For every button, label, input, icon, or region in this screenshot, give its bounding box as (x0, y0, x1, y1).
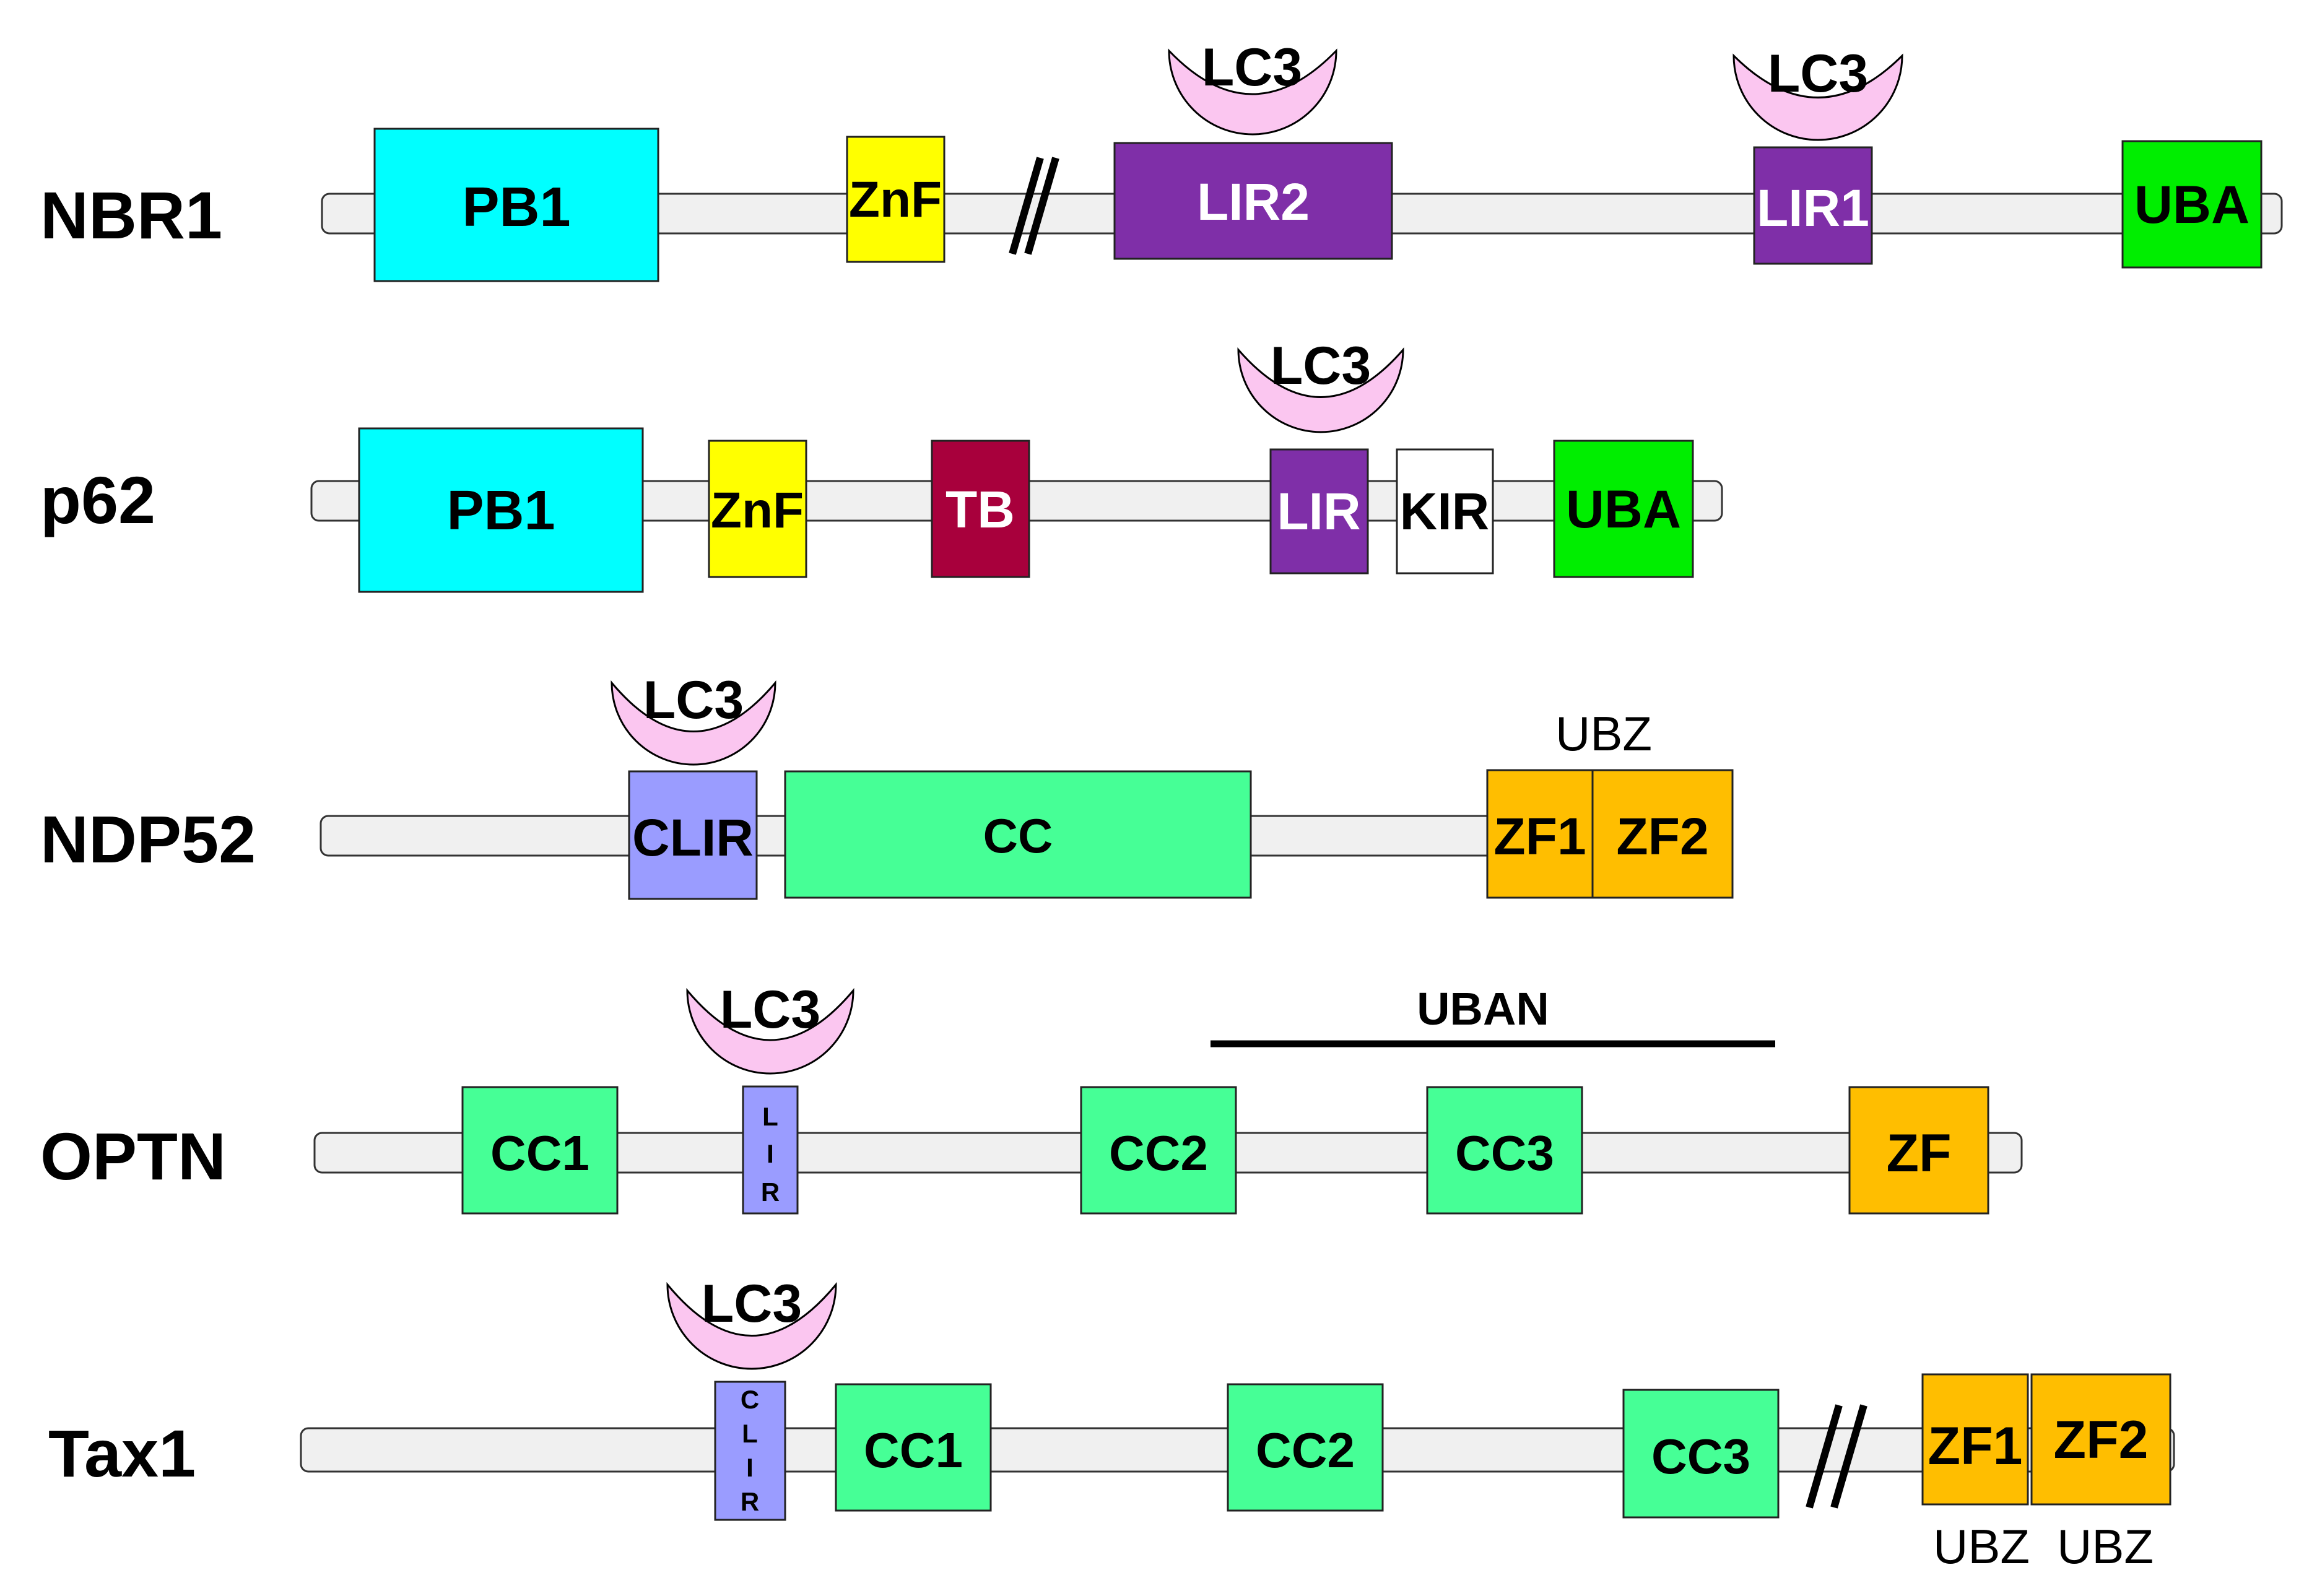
domain-clir-letter: L (742, 1419, 758, 1448)
domain-lir-letter: L (762, 1102, 778, 1131)
domain-cc1-label: CC1 (864, 1423, 963, 1478)
protein-name-ndp52: NDP52 (40, 802, 256, 877)
domain-pb1-label: PB1 (462, 176, 570, 238)
domain-zf2 (1591, 769, 1734, 899)
domain-cc1 (461, 1086, 619, 1215)
domain-cc1 (835, 1383, 992, 1512)
domain-cc3 (1426, 1086, 1583, 1215)
ubz-annotation: UBZ (1933, 1519, 2030, 1574)
domain-lir1-label: LIR1 (1757, 179, 1869, 237)
break-mark-icon (1806, 1404, 1867, 1509)
ubz-annotation: UBZ (2057, 1519, 2154, 1574)
domain-clir-letter: C (741, 1385, 759, 1414)
domain-cc3-label: CC3 (1651, 1429, 1750, 1484)
domain-clir-letter: R (741, 1487, 759, 1516)
lc3-cup-icon (1732, 53, 1903, 141)
domain-uba (1553, 440, 1694, 578)
row-tax1: Tax1 C L I R LC3 CC1 CC2 CC3 ZF1 ZF2 UBZ… (48, 1274, 2175, 1574)
row-p62: p62 PB1 ZnF TB LIR LC3 KIR UBA (40, 336, 1723, 593)
domain-znf (708, 440, 807, 578)
domain-zf2 (2030, 1373, 2171, 1506)
domain-pb1-label: PB1 (446, 480, 555, 542)
domain-clir (714, 1381, 786, 1521)
domain-lir-label: LIR (1277, 482, 1360, 540)
domain-cc2-label: CC2 (1256, 1423, 1355, 1478)
domain-uba-label: UBA (1566, 480, 1681, 539)
domain-cc-label: CC (983, 809, 1053, 863)
domain-cc2-label: CC2 (1109, 1125, 1208, 1181)
lc3-cup-icon (686, 987, 854, 1075)
protein-name-optn: OPTN (40, 1119, 226, 1194)
domain-lir2 (1113, 142, 1393, 260)
domain-cc3-label: CC3 (1455, 1125, 1554, 1181)
protein-name-nbr1: NBR1 (40, 178, 222, 253)
domain-clir-letter: I (746, 1453, 754, 1482)
domain-uba-label: UBA (2134, 175, 2250, 235)
domain-znf (846, 136, 946, 263)
domain-uba (2121, 140, 2263, 269)
domain-cc (784, 770, 1252, 899)
lc3-label: LC3 (1768, 44, 1868, 103)
domain-clir-label: CLIR (632, 809, 754, 867)
ubz-annotation: UBZ (1555, 706, 1652, 761)
row-ndp52: NDP52 CLIR LC3 CC UBZ ZF1 ZF2 (40, 670, 1734, 900)
row-nbr1: NBR1 PB1 ZnF LIR2 LC3 LIR1 LC3 UBA (40, 38, 2283, 282)
domain-znf-label: ZnF (849, 171, 942, 228)
lc3-label: LC3 (1271, 336, 1371, 396)
lc3-label: LC3 (1202, 38, 1302, 97)
domain-lir1 (1753, 146, 1873, 265)
lc3-cup-icon (1168, 48, 1337, 136)
domain-clir (628, 770, 758, 900)
uban-annotation: UBAN (1417, 983, 1549, 1034)
domain-kir-label: KIR (1400, 482, 1490, 540)
lc3-label: LC3 (643, 670, 744, 730)
domain-cc2 (1227, 1383, 1384, 1512)
protein-name-tax1: Tax1 (48, 1416, 196, 1491)
domain-zf1-label: ZF1 (1928, 1416, 2023, 1476)
domain-lir (742, 1085, 799, 1215)
domain-pb1 (358, 427, 644, 593)
domain-tb (931, 440, 1030, 578)
domain-lir-letter: R (761, 1177, 780, 1207)
domain-zf (1848, 1086, 1989, 1215)
domain-cc2 (1080, 1086, 1237, 1215)
lc3-label: LC3 (720, 980, 820, 1039)
break-mark-icon (1009, 157, 1059, 255)
lc3-cup-icon (1237, 347, 1404, 433)
lc3-cup-icon (611, 680, 776, 766)
domain-cc3 (1622, 1389, 1780, 1519)
lc3-label: LC3 (702, 1274, 802, 1334)
lc3-cup-icon (666, 1282, 837, 1370)
domain-zf2-label: ZF2 (2054, 1410, 2149, 1470)
domain-tb-label: TB (946, 480, 1015, 539)
row-optn: OPTN UBAN CC1 L I R LC3 CC2 CC3 ZF (40, 980, 2023, 1215)
domain-zf1 (1921, 1373, 2029, 1506)
domain-kir (1396, 448, 1494, 575)
domain-lir (1269, 448, 1369, 575)
domain-pb1 (373, 128, 659, 282)
domain-zf1-label: ZF1 (1493, 807, 1586, 865)
domain-zf2-label: ZF2 (1616, 807, 1708, 865)
protein-name-p62: p62 (40, 462, 155, 537)
domain-zf-label: ZF (1886, 1124, 1951, 1183)
domain-zf1 (1486, 769, 1594, 899)
domain-lir2-label: LIR2 (1197, 173, 1310, 231)
domain-znf-label: ZnF (711, 482, 804, 539)
domain-lir-letter: I (767, 1139, 774, 1168)
domain-cc1-label: CC1 (490, 1125, 589, 1181)
